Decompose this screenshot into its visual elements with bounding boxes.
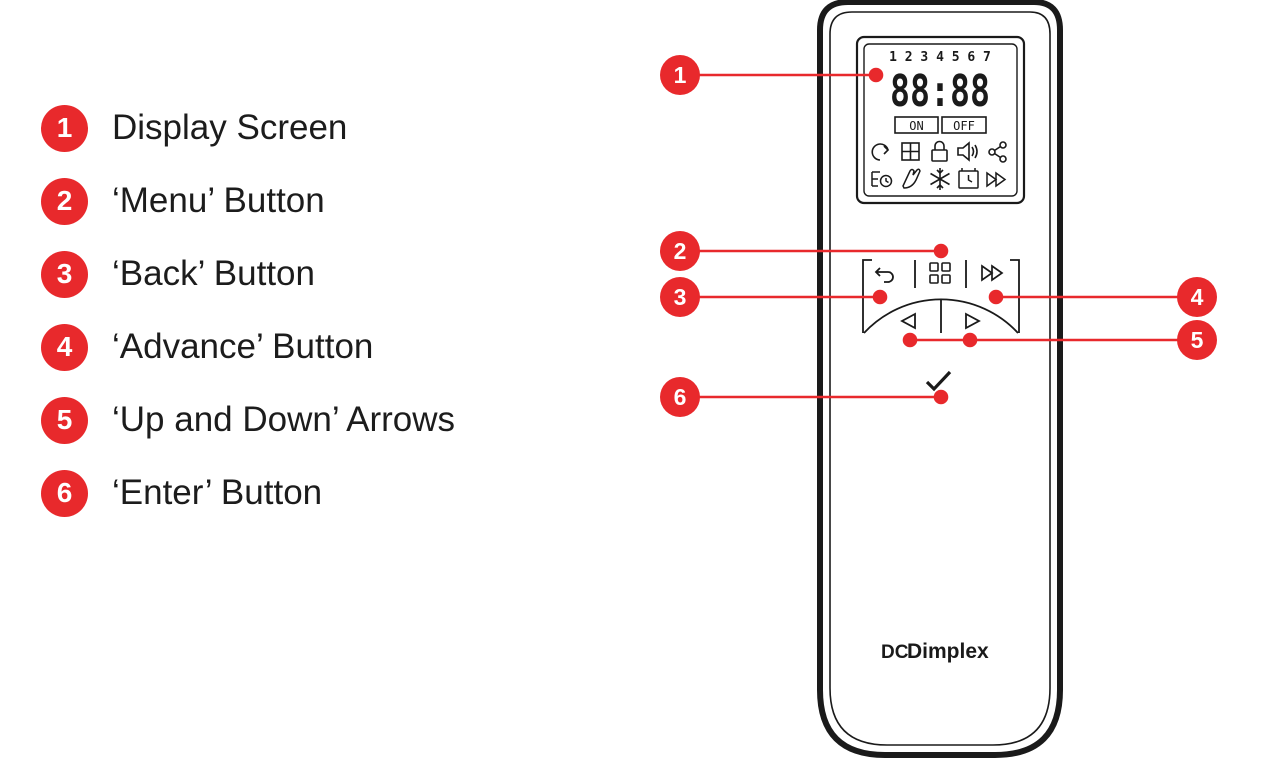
callout-number-5: 5 bbox=[1191, 327, 1204, 353]
enter-button[interactable] bbox=[925, 370, 952, 392]
legend-badge: 2 bbox=[41, 177, 88, 225]
leader-dot-1 bbox=[868, 67, 884, 83]
up-arrow-button[interactable] bbox=[900, 312, 916, 330]
legend-item-up-down-arrows: 5 ‘Up and Down’ Arrows bbox=[41, 396, 455, 444]
legend-item-display-screen: 1 Display Screen bbox=[41, 104, 347, 152]
hand-icon bbox=[902, 168, 921, 189]
legend-item-enter-button: 6 ‘Enter’ Button bbox=[41, 469, 322, 517]
callout-badges: 1 2 3 4 5 6 bbox=[660, 55, 1217, 417]
legend-badge: 4 bbox=[41, 323, 88, 371]
timer-icon bbox=[958, 168, 979, 189]
legend-badge: 6 bbox=[41, 469, 88, 517]
logo-text: Dimplex bbox=[907, 640, 989, 663]
callout-badge-5 bbox=[1177, 320, 1217, 360]
legend-badge: 3 bbox=[41, 250, 88, 298]
callout-badge-4 bbox=[1177, 277, 1217, 317]
down-arrow-button[interactable] bbox=[965, 312, 981, 330]
left-arrow-icon bbox=[900, 312, 916, 330]
callout-badge-2 bbox=[660, 231, 700, 271]
legend-item-menu-button: 2 ‘Menu’ Button bbox=[41, 177, 325, 225]
legend-item-advance-button: 4 ‘Advance’ Button bbox=[41, 323, 373, 371]
right-arrow-icon bbox=[965, 312, 981, 330]
button-cluster bbox=[862, 259, 1020, 334]
legend-label: ‘Up and Down’ Arrows bbox=[112, 400, 456, 439]
callout-badge-6 bbox=[660, 377, 700, 417]
advance-button[interactable] bbox=[981, 264, 1004, 282]
leader-dot-5a bbox=[902, 332, 918, 348]
callout-number-2: 2 bbox=[674, 238, 687, 264]
legend-label: ‘Back’ Button bbox=[112, 254, 315, 293]
callout-number-3: 3 bbox=[674, 284, 687, 310]
off-indicator: OFF bbox=[953, 119, 975, 133]
callout-number-1: 1 bbox=[674, 62, 687, 88]
legend-label: Display Screen bbox=[112, 108, 348, 147]
callout-badge-3 bbox=[660, 277, 700, 317]
on-indicator-box bbox=[894, 116, 939, 134]
callout-badge-1 bbox=[660, 55, 700, 95]
legend-badge: 1 bbox=[41, 104, 88, 152]
window-icon bbox=[901, 142, 920, 161]
back-arrow-icon bbox=[874, 267, 894, 283]
snowflake-icon bbox=[930, 168, 950, 190]
legend-label: ‘Enter’ Button bbox=[112, 473, 323, 512]
legend-label: ‘Advance’ Button bbox=[112, 327, 374, 366]
display-screen: 1 2 3 4 5 6 7 88:88 ON OFF bbox=[855, 35, 1026, 205]
leader-dot-3 bbox=[872, 289, 888, 305]
lock-icon bbox=[931, 140, 948, 162]
leader-dot-6 bbox=[933, 389, 949, 405]
leader-dot-5b bbox=[962, 332, 978, 348]
legend-label: ‘Menu’ Button bbox=[112, 181, 325, 220]
day-indicators: 1 2 3 4 5 6 7 bbox=[889, 50, 991, 65]
time-readout: 88:88 bbox=[890, 66, 990, 117]
menu-button[interactable] bbox=[929, 262, 951, 284]
legend-item-back-button: 3 ‘Back’ Button bbox=[41, 250, 315, 298]
brand-logo: DC Dimplex bbox=[881, 640, 989, 663]
leader-dot-4 bbox=[988, 289, 1004, 305]
callout-number-6: 6 bbox=[674, 384, 687, 410]
leader-dot-2 bbox=[933, 243, 949, 259]
off-indicator-box bbox=[941, 116, 987, 134]
logo-mark: DC bbox=[881, 642, 909, 663]
checkmark-icon bbox=[925, 370, 952, 392]
advance-icon bbox=[981, 264, 1004, 282]
share-icon bbox=[988, 141, 1007, 163]
schedule-icon bbox=[871, 171, 893, 188]
callout-number-4: 4 bbox=[1191, 284, 1204, 310]
back-button[interactable] bbox=[874, 267, 894, 283]
callout-lines bbox=[680, 67, 1197, 405]
refresh-icon bbox=[871, 143, 890, 161]
speaker-icon bbox=[957, 141, 978, 162]
fast-forward-icon bbox=[986, 171, 1007, 188]
on-indicator: ON bbox=[909, 119, 923, 133]
menu-grid-icon bbox=[929, 262, 951, 284]
legend-badge: 5 bbox=[41, 396, 88, 444]
